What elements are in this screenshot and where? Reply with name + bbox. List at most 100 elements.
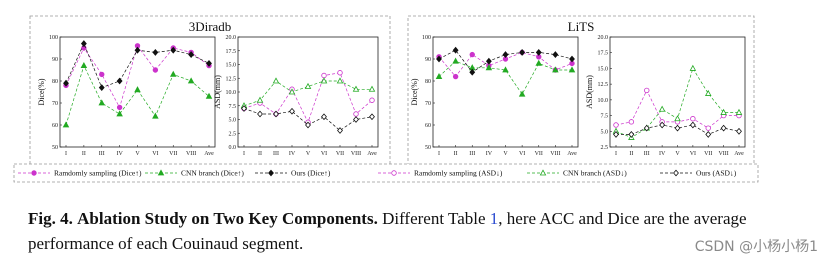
x-tick-label: II bbox=[82, 151, 86, 157]
y-tick-label: 15.0 bbox=[226, 63, 237, 69]
x-tick-label: III bbox=[469, 151, 475, 157]
caption-text-2: , here ACC and Dice are the average perf… bbox=[28, 209, 747, 253]
data-point-cnn bbox=[568, 66, 576, 73]
legend-marker bbox=[673, 169, 679, 177]
x-tick-label: VIII bbox=[718, 151, 728, 157]
y-tick-label: 90 bbox=[425, 57, 431, 63]
data-point-ours bbox=[337, 127, 343, 134]
y-tick-label: 60 bbox=[425, 123, 431, 129]
series-line-cnn bbox=[438, 60, 572, 95]
data-point-ours bbox=[705, 131, 712, 138]
series-line-random bbox=[243, 72, 373, 124]
caption-title: Ablation Study on Two Key Components. bbox=[77, 209, 378, 228]
y-tick-label: 70 bbox=[425, 101, 431, 107]
y-tick-label: 90 bbox=[52, 57, 58, 63]
data-point-ours bbox=[643, 124, 650, 132]
data-point-random bbox=[469, 51, 475, 58]
data-point-cnn bbox=[116, 110, 123, 117]
data-point-cnn bbox=[720, 108, 727, 115]
data-point-random bbox=[628, 119, 635, 125]
data-point-random bbox=[452, 73, 459, 80]
data-point-ours bbox=[659, 121, 666, 129]
data-point-cnn bbox=[518, 90, 526, 97]
legend-item-1: Ramdomly sampling (Dice↑) bbox=[18, 169, 142, 178]
x-tick-label: I bbox=[65, 151, 67, 157]
series-cnn bbox=[62, 61, 213, 128]
data-point-cnn bbox=[134, 86, 141, 93]
x-tick-label: IV bbox=[289, 151, 296, 157]
legend-marker bbox=[391, 170, 397, 176]
data-point-cnn bbox=[485, 64, 493, 71]
x-tick-label: VII bbox=[336, 151, 344, 157]
y-tick-label: 100 bbox=[49, 35, 58, 41]
series-random bbox=[613, 87, 742, 131]
y-tick-label: 20.0 bbox=[598, 35, 609, 41]
figure-caption: Fig. 4. Ablation Study on Two Key Compon… bbox=[28, 206, 818, 256]
data-point-ours bbox=[485, 57, 492, 65]
y-tick-label: 12.5 bbox=[226, 76, 237, 82]
caption-table-ref[interactable]: 1 bbox=[489, 209, 499, 228]
y-tick-label: 7.5 bbox=[601, 114, 609, 120]
data-point-ours bbox=[436, 55, 442, 63]
data-point-cnn bbox=[98, 99, 106, 106]
y-tick-label: 17.5 bbox=[226, 49, 237, 55]
data-point-ours bbox=[188, 51, 195, 59]
y-tick-label: 2.5 bbox=[229, 131, 237, 137]
series-cnn bbox=[240, 77, 376, 109]
data-point-ours bbox=[502, 51, 509, 59]
data-point-cnn bbox=[658, 105, 666, 112]
series-line-cnn bbox=[65, 64, 210, 126]
data-point-random bbox=[337, 70, 343, 76]
legend-marker bbox=[268, 169, 274, 177]
data-point-cnn bbox=[535, 59, 543, 66]
group-title-lits: LiTS bbox=[568, 19, 595, 34]
data-point-cnn bbox=[320, 77, 328, 84]
data-point-random bbox=[353, 111, 359, 117]
x-tick-label: Ave bbox=[734, 151, 744, 157]
series-ours bbox=[241, 105, 375, 134]
data-point-cnn bbox=[435, 72, 443, 79]
series-line-cnn bbox=[243, 80, 372, 107]
data-point-ours bbox=[80, 40, 87, 48]
x-tick-label: Ave bbox=[367, 151, 377, 157]
x-tick-label: III bbox=[99, 151, 105, 157]
x-tick-label: VIII bbox=[186, 151, 196, 157]
group-box-lits bbox=[407, 15, 755, 166]
data-point-random bbox=[321, 72, 327, 79]
data-point-ours bbox=[720, 124, 727, 132]
data-point-ours bbox=[469, 68, 476, 76]
data-point-random bbox=[152, 67, 159, 73]
x-tick-label: VII bbox=[704, 151, 712, 157]
data-point-ours bbox=[134, 46, 141, 54]
y-axis-label: Dice(%) bbox=[37, 78, 46, 105]
y-tick-label: 60 bbox=[52, 123, 58, 129]
data-point-ours bbox=[321, 113, 327, 121]
data-point-ours bbox=[170, 46, 177, 54]
x-tick-label: VI bbox=[152, 151, 158, 157]
x-tick-label: IV bbox=[659, 151, 666, 157]
x-tick-label: III bbox=[273, 151, 279, 157]
legend-marker bbox=[31, 170, 37, 176]
y-tick-label: 50 bbox=[425, 145, 431, 151]
data-point-cnn bbox=[336, 77, 344, 84]
data-point-ours bbox=[98, 84, 105, 92]
x-tick-label: I bbox=[243, 151, 245, 157]
data-point-cnn bbox=[169, 70, 177, 77]
legend-item-6: Ours (ASD↓) bbox=[660, 169, 737, 178]
data-point-random bbox=[116, 104, 123, 111]
y-tick-label: 10.0 bbox=[226, 90, 237, 96]
data-point-ours bbox=[674, 124, 681, 132]
y-tick-label: 5.0 bbox=[229, 118, 237, 124]
data-point-ours bbox=[116, 77, 123, 85]
data-point-ours bbox=[241, 105, 247, 112]
x-tick-label: II bbox=[258, 151, 262, 157]
data-point-random bbox=[613, 122, 619, 128]
x-tick-label: III bbox=[644, 151, 650, 157]
data-point-cnn bbox=[452, 57, 459, 64]
data-point-ours bbox=[613, 131, 619, 138]
data-point-cnn bbox=[304, 82, 312, 89]
data-point-cnn bbox=[735, 108, 743, 115]
y-tick-label: 0.0 bbox=[229, 145, 237, 151]
